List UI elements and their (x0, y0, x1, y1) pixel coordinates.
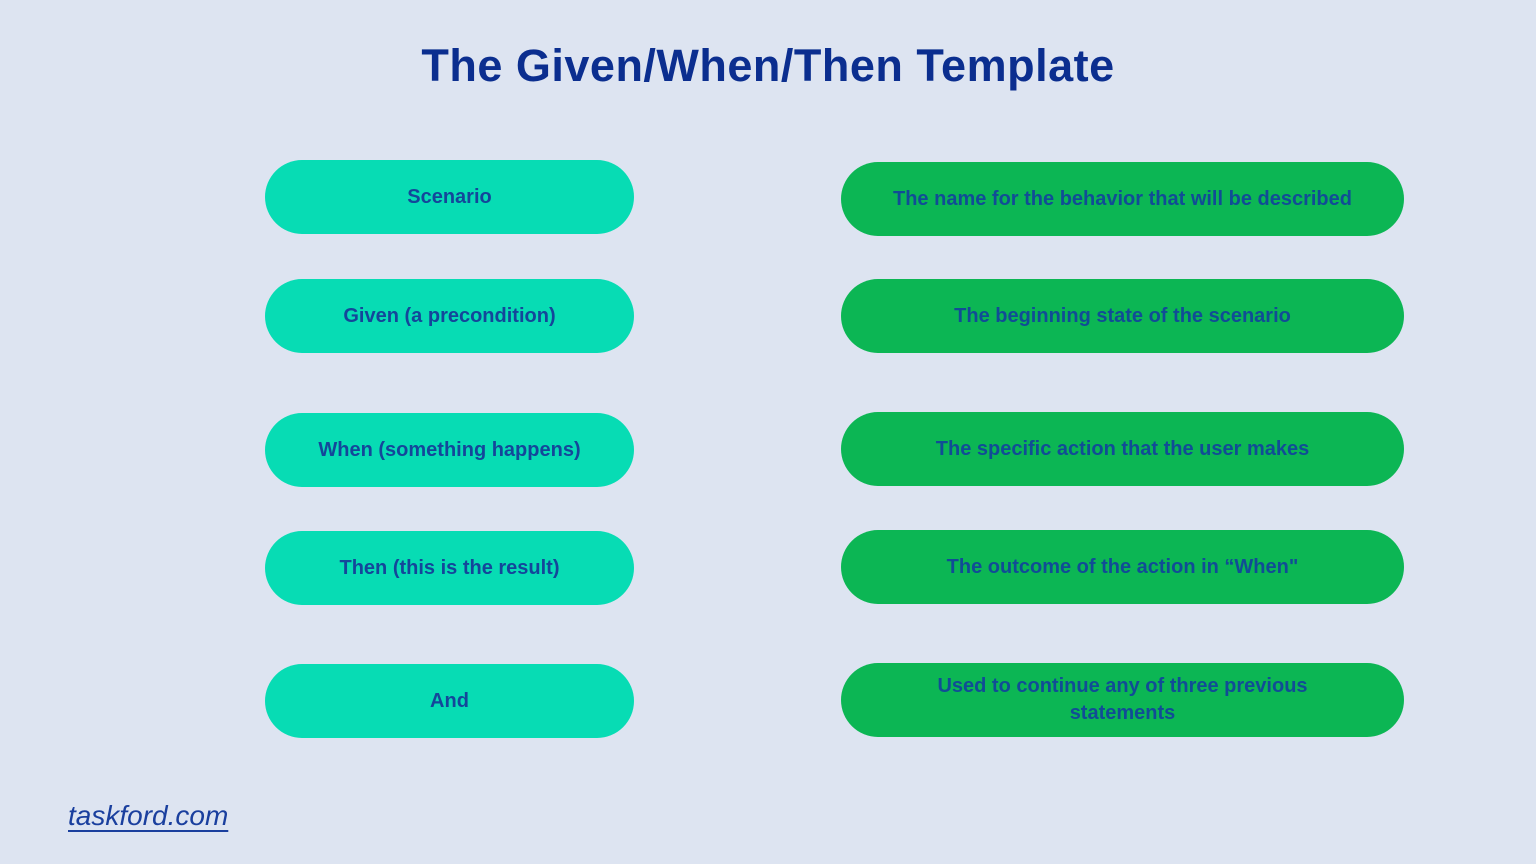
definition-pill-label: The outcome of the action in “When" (946, 555, 1299, 578)
term-pill-label: Scenario (407, 185, 492, 208)
definition-pill-then: The outcome of the action in “When" (841, 530, 1404, 604)
term-pill-label: When (something happens) (318, 438, 581, 461)
term-pill-label: And (430, 689, 469, 712)
definition-pill-label: Used to continue any of three previous s… (937, 675, 1308, 724)
term-pill-label: Then (this is the result) (339, 556, 560, 579)
definition-pill-label: The name for the behavior that will be d… (893, 187, 1352, 210)
definition-pill-when: The specific action that the user makes (841, 412, 1404, 486)
term-pill-label: Given (a precondition) (343, 304, 556, 327)
term-pill-given: Given (a precondition) (265, 279, 634, 353)
definition-pill-label: The specific action that the user makes (935, 437, 1310, 460)
page-title: The Given/When/Then Template (421, 40, 1115, 91)
footer-link[interactable]: taskford.com (68, 800, 229, 831)
definition-pill-label: The beginning state of the scenario (954, 304, 1291, 327)
term-pill-scenario: Scenario (265, 160, 634, 234)
definition-pill-and: Used to continue any of three previous s… (841, 663, 1404, 737)
term-pill-when: When (something happens) (265, 413, 634, 487)
term-pill-and: And (265, 664, 634, 738)
term-pill-then: Then (this is the result) (265, 531, 634, 605)
definition-pill-given: The beginning state of the scenario (841, 279, 1404, 353)
definition-pill-scenario: The name for the behavior that will be d… (841, 162, 1404, 236)
